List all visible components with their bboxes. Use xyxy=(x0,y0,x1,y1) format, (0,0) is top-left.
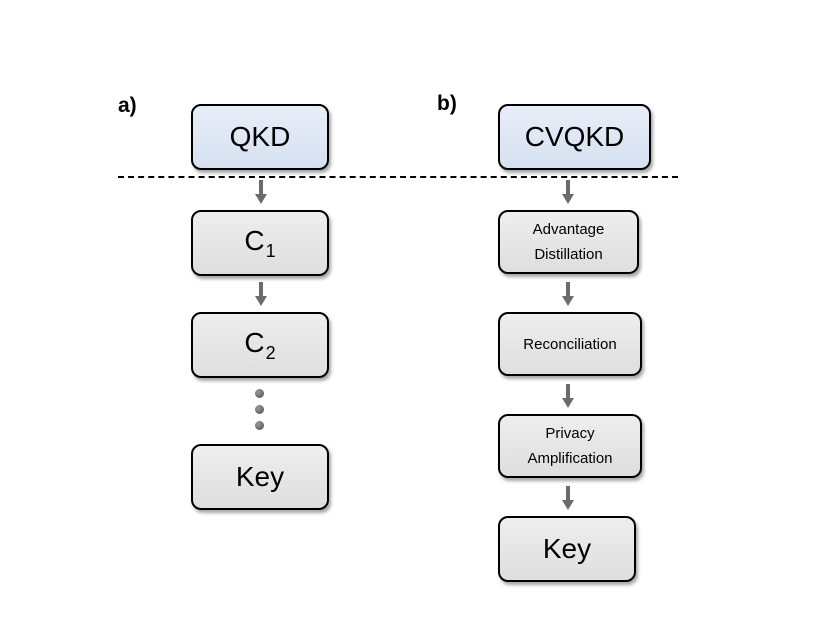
ellipsis-dot-icon xyxy=(255,389,264,398)
key-box-a-label: Key xyxy=(235,461,285,492)
ellipsis-dot-icon xyxy=(255,421,264,430)
key-box-a: Key xyxy=(191,444,329,510)
ellipsis-dot-icon xyxy=(255,405,264,414)
arrow-down-icon xyxy=(255,282,267,310)
arrow-down-icon xyxy=(562,282,574,310)
arrow-down-icon xyxy=(562,486,574,514)
qkd-box-label: QKD xyxy=(229,121,291,152)
arrow-down-icon xyxy=(255,180,267,208)
c2-box: C2 xyxy=(191,312,329,378)
cvqkd-box-label: CVQKD xyxy=(524,121,625,152)
key-box-b: Key xyxy=(498,516,636,582)
c1-box: C1 xyxy=(191,210,329,276)
arrow-down-icon xyxy=(562,180,574,208)
separator-dashed-line xyxy=(118,176,678,178)
panel-b-label: b) xyxy=(437,92,457,115)
c2-label: C2 xyxy=(244,326,276,363)
key-box-b-label: Key xyxy=(542,533,592,564)
reconciliation-box: Reconciliation xyxy=(498,312,642,376)
c1-label: C1 xyxy=(244,224,276,261)
qkd-box: QKD xyxy=(191,104,329,170)
arrow-down-icon xyxy=(562,384,574,412)
cvqkd-box: CVQKD xyxy=(498,104,651,170)
reconciliation-label: Reconciliation xyxy=(523,335,617,353)
panel-a-label: a) xyxy=(118,94,137,117)
